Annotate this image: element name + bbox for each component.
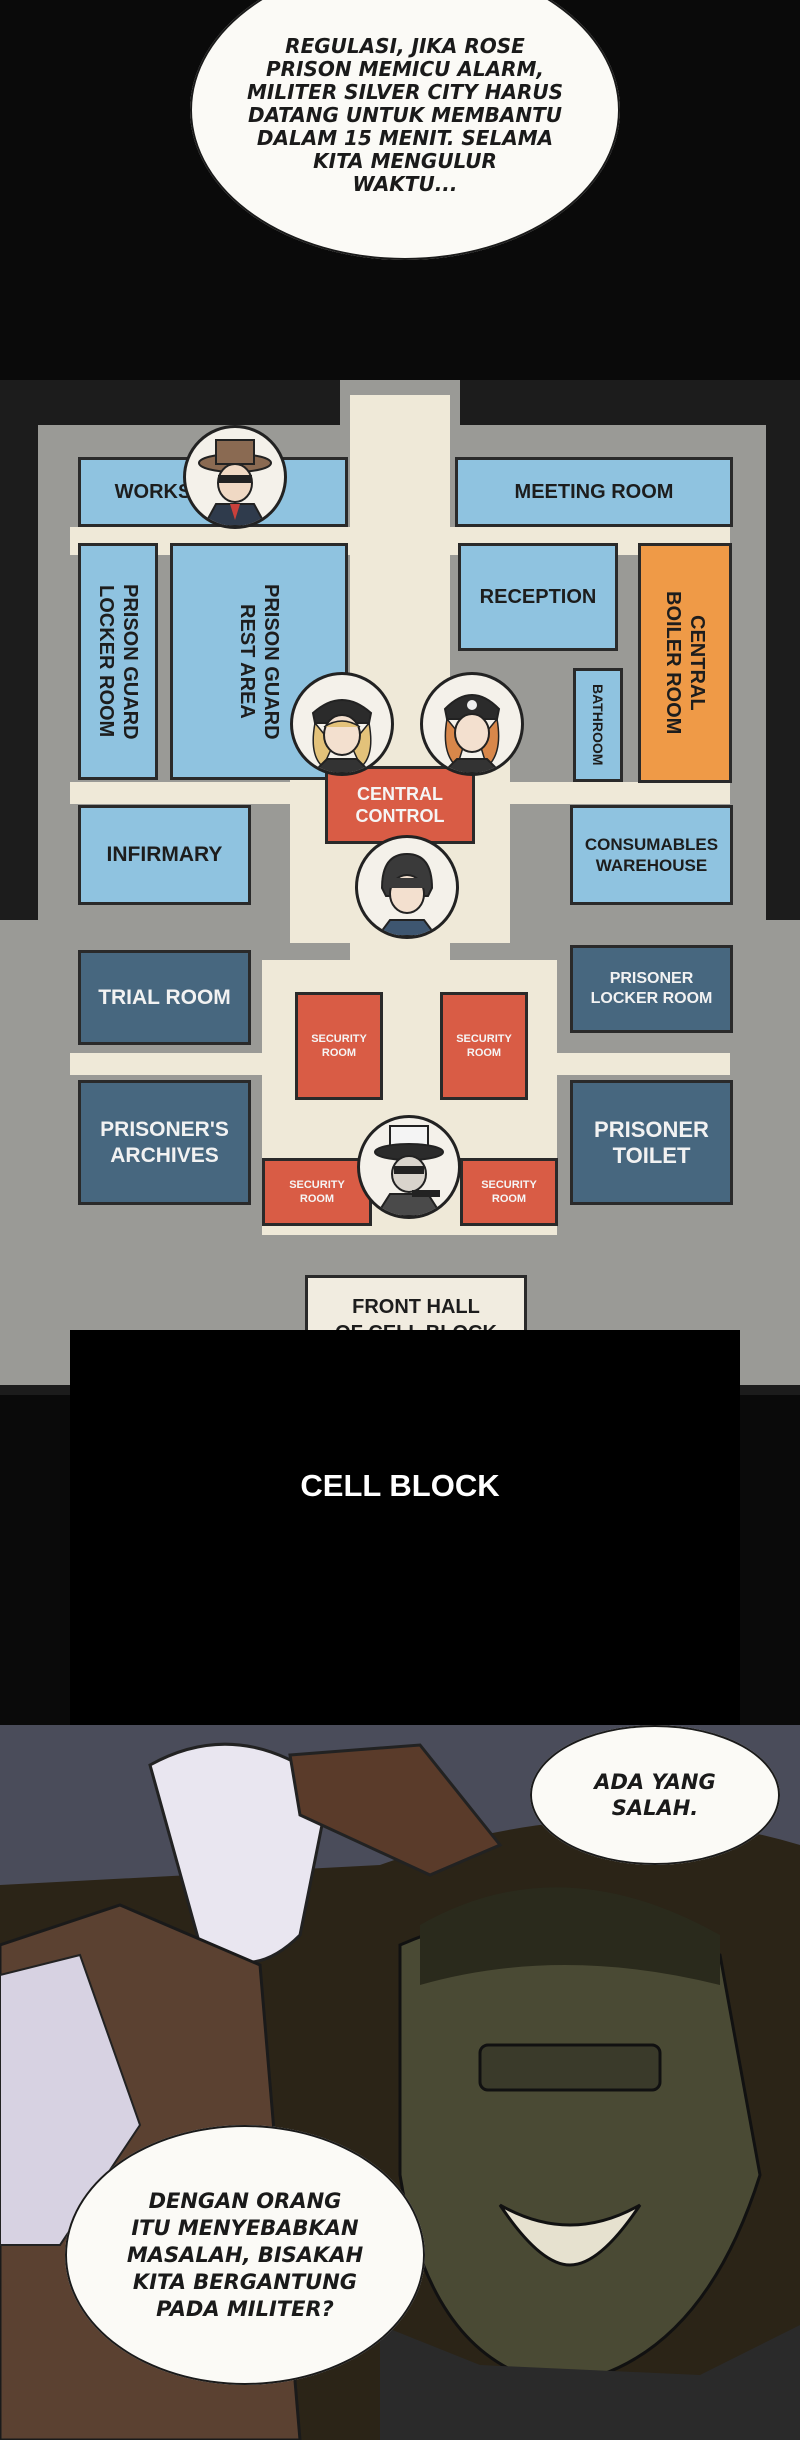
character-avatar-hooded xyxy=(357,1115,461,1219)
room-label: PRISONER xyxy=(594,1116,709,1142)
bubble-line: PRISON MEMICU ALARM, xyxy=(265,56,544,81)
room-prisoner-locker: PRISONER LOCKER ROOM xyxy=(570,945,733,1033)
room-label: ROOM xyxy=(466,1047,502,1059)
room-label: BOILER ROOM xyxy=(662,591,684,735)
room-label: ROOM xyxy=(299,1193,335,1205)
room-label: BATHROOM xyxy=(590,684,606,766)
room-central-control: CENTRAL CONTROL xyxy=(325,766,475,844)
room-label: TOILET xyxy=(612,1142,691,1168)
room-prisoner-toilet: PRISONER TOILET xyxy=(570,1080,733,1205)
bubble-line: KITA BERGANTUNG xyxy=(132,2269,358,2294)
room-reception: RECEPTION xyxy=(458,543,618,651)
room-label: ROOM xyxy=(491,1193,527,1205)
bubble-line: ADA YANG xyxy=(594,1770,716,1794)
bubble-line: MILITER SILVER CITY HARUS xyxy=(246,79,563,104)
corridor-horizontal-top xyxy=(70,527,730,555)
room-label: LOCKER ROOM xyxy=(590,990,713,1007)
bubble-line: SALAH. xyxy=(611,1796,699,1820)
room-label: SECURITY xyxy=(481,1179,537,1191)
room-label: FRONT HALL xyxy=(352,1296,480,1318)
room-label: SECURITY xyxy=(289,1179,345,1191)
room-label: LOCKER ROOM xyxy=(95,585,117,738)
cell-block-area xyxy=(70,1330,740,1725)
room-label: CONSUMABLES xyxy=(584,835,719,854)
room-label: PRISON GUARD xyxy=(119,583,141,740)
bubble-line: DENGAN ORANG xyxy=(148,2188,342,2213)
room-label: TRIAL ROOM xyxy=(98,985,231,1009)
room-label: WAREHOUSE xyxy=(595,856,708,875)
room-label: SECURITY xyxy=(456,1033,512,1045)
room-label: ROOM xyxy=(321,1047,357,1059)
room-label: CENTRAL xyxy=(686,615,708,711)
room-bathroom: BATHROOM xyxy=(573,668,623,782)
bubble-line: REGULASI, JIKA ROSE xyxy=(285,33,525,58)
room-central-boiler: CENTRAL BOILER ROOM xyxy=(638,543,732,783)
room-label: CENTRAL xyxy=(357,784,443,804)
room-label: PRISONER xyxy=(609,970,694,987)
bubble-line: DALAM 15 MENIT. SELAMA xyxy=(256,125,554,150)
comic-illustration-panel: ADA YANG SALAH. DENGAN ORANG ITU MENYEBA… xyxy=(0,1725,800,2440)
room-prison-guard-locker: PRISON GUARD LOCKER ROOM xyxy=(78,543,158,780)
room-trial: TRIAL ROOM xyxy=(78,950,251,1045)
room-security-3: SECURITY ROOM xyxy=(262,1158,372,1226)
room-label: MEETING ROOM xyxy=(514,480,674,503)
room-consumables-warehouse: CONSUMABLES WAREHOUSE xyxy=(570,805,733,905)
room-label: PRISON GUARD xyxy=(260,583,282,740)
cell-block-label: CELL BLOCK xyxy=(300,1468,500,1503)
prison-map: WORKS MEETING ROOM RECEPTION PRISON GUAR… xyxy=(0,380,800,1395)
room-label: SECURITY xyxy=(311,1033,367,1045)
bubble-line: KITA MENGULUR xyxy=(313,148,497,173)
character-avatar-hat-man xyxy=(183,425,287,529)
room-label: PRISONER'S xyxy=(100,1117,229,1141)
room-security-2: SECURITY ROOM xyxy=(440,992,528,1100)
character-avatar-orange-hair xyxy=(420,672,524,776)
room-security-4: SECURITY ROOM xyxy=(460,1158,558,1226)
room-infirmary: INFIRMARY xyxy=(78,805,251,905)
speech-bubble-middle: ADA YANG SALAH. xyxy=(530,1725,780,1865)
room-label: INFIRMARY xyxy=(106,843,223,866)
room-label: REST AREA xyxy=(236,604,258,719)
bubble-line: WAKTU... xyxy=(352,171,458,196)
room-label: ARCHIVES xyxy=(110,1143,219,1167)
character-avatar-black-hair xyxy=(355,835,459,939)
character-avatar-blonde xyxy=(290,672,394,776)
room-security-1: SECURITY ROOM xyxy=(295,992,383,1100)
room-label: WORKS xyxy=(114,480,192,503)
room-prisoners-archives: PRISONER'S ARCHIVES xyxy=(78,1080,251,1205)
speech-bubble-bottom: DENGAN ORANG ITU MENYEBABKAN MASALAH, BI… xyxy=(65,2125,425,2385)
bubble-line: MASALAH, BISAKAH xyxy=(126,2242,364,2267)
bubble-line: PADA MILITER? xyxy=(156,2296,334,2321)
speech-bubble-top: REGULASI, JIKA ROSE PRISON MEMICU ALARM,… xyxy=(190,0,620,260)
room-label: CONTROL xyxy=(355,806,445,826)
bubble-line: ITU MENYEBABKAN xyxy=(131,2215,359,2240)
bubble-line: DATANG UNTUK MEMBANTU xyxy=(248,102,562,127)
room-meeting: MEETING ROOM xyxy=(455,457,733,527)
room-label: RECEPTION xyxy=(479,585,597,608)
